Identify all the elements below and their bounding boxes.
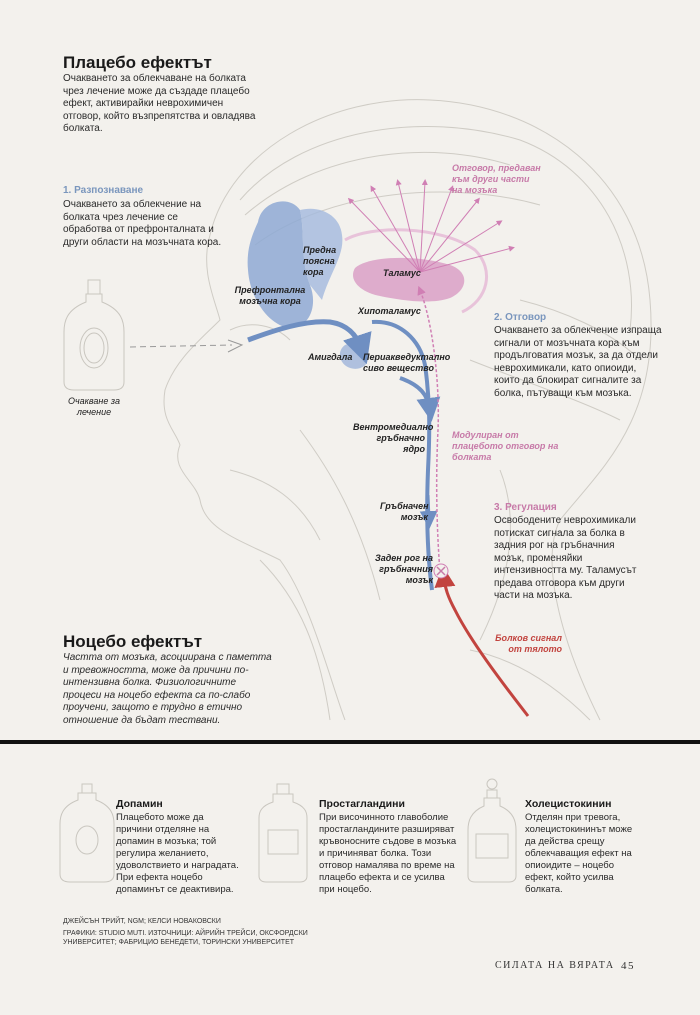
placebo-title: Плацебо ефектът — [63, 53, 212, 72]
nocebo-text: Частта от мозъка, асоциирана с паметта и… — [63, 652, 272, 726]
label-hypothalamus: Хипоталамус — [358, 306, 421, 316]
label-pag: Периаквeдуктално сиво вещество — [363, 352, 451, 373]
nocebo-title: Ноцебо ефектът — [63, 632, 203, 651]
step2-title: 2. Отговор — [494, 312, 547, 323]
cholecystokinin-text: Отделян при тревога, холецистокининът мо… — [525, 812, 633, 895]
dopamine-text: Плацебото може да причини отделяне на до… — [116, 812, 239, 895]
head-outline — [163, 99, 652, 721]
credits-line2: ГРАФИКИ: STUDIO MUTI. ИЗТОЧНИЦИ: АЙРИЙН … — [63, 930, 308, 946]
dopamine-title: Допамин — [116, 798, 163, 810]
placebo-text: Очакването за облекчаване на болката чре… — [63, 73, 256, 134]
label-anterior-cingulate: Предна поясна кора — [303, 245, 337, 277]
eye-shape — [227, 339, 244, 353]
footer-section: СИЛАТА НА ВЯРАТА — [495, 960, 615, 971]
prostaglandins-text: При височинното главоболие простагландин… — [319, 812, 457, 895]
step3-text: Освободените неврохимикали потискат сигн… — [494, 515, 637, 601]
step1-title: 1. Разпознаване — [63, 185, 144, 196]
cholecystokinin-title: Холецистокинин — [525, 798, 612, 810]
label-rvm: Вентромедиално гръбначно ядро — [353, 422, 434, 454]
label-amygdala: Амигдала — [308, 352, 353, 362]
section-divider — [0, 740, 700, 744]
bottle-outline — [63, 279, 125, 391]
step2-text: Очакването за облекчение изпраща сигнали… — [494, 325, 662, 399]
thalamus-curve — [344, 228, 489, 314]
prefrontal-cortex-region — [247, 201, 314, 328]
bottle-icon-2 — [258, 783, 308, 883]
bottle-icon-1 — [59, 783, 115, 883]
cortex-to-hypothalamus-path — [247, 319, 372, 365]
step1-text: Очакването за облекчение на болката чрез… — [63, 199, 222, 248]
page-number: 45 — [621, 960, 635, 972]
label-dorsal-horn: Заден рог на гръбначния мозък — [374, 553, 433, 585]
modulated-response-line — [417, 285, 441, 573]
pain-signal-line — [434, 566, 530, 717]
block-x-icon — [436, 566, 446, 576]
modulated-response-label: Модулиран от плацебото отговор на болкат… — [452, 430, 559, 462]
label-thalamus: Таламус — [383, 268, 421, 278]
label-prefrontal: Префронтална мозъчна кора — [234, 285, 306, 306]
thalamus-region — [352, 257, 465, 302]
response-fan-arrows — [347, 179, 515, 273]
credits-line1: ДЖЕЙСЪН ТРИЙТ, NGM; КЕЛСИ НОВАКОВСКИ — [63, 918, 221, 925]
label-spinal-cord: Гръбначен мозък — [380, 501, 429, 522]
step3-title: 3. Регулация — [494, 502, 557, 513]
bottle-caption: Очакване за лечение — [68, 396, 120, 417]
pain-signal-label: Болков сигнал от тялото — [495, 633, 562, 654]
prostaglandins-title: Простагландини — [319, 798, 405, 810]
bottle-icon-3 — [467, 778, 517, 883]
cingulate-cortex-region — [300, 208, 343, 300]
response-to-brain-label: Отговор, предаван към други части на моз… — [452, 163, 541, 195]
expectation-dashed-line — [129, 344, 233, 348]
